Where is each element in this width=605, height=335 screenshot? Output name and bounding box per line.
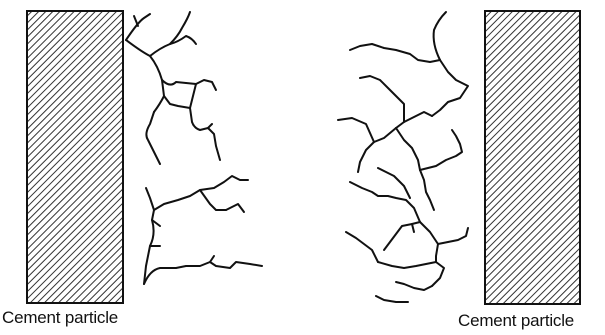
left-particle-label: Cement particle [2,308,118,328]
right-particle-label: Cement particle [458,311,574,331]
left-crystal-network [126,12,262,284]
right-crystal-network [338,12,468,302]
left-cement-particle [27,11,123,303]
right-cement-particle [485,11,580,304]
